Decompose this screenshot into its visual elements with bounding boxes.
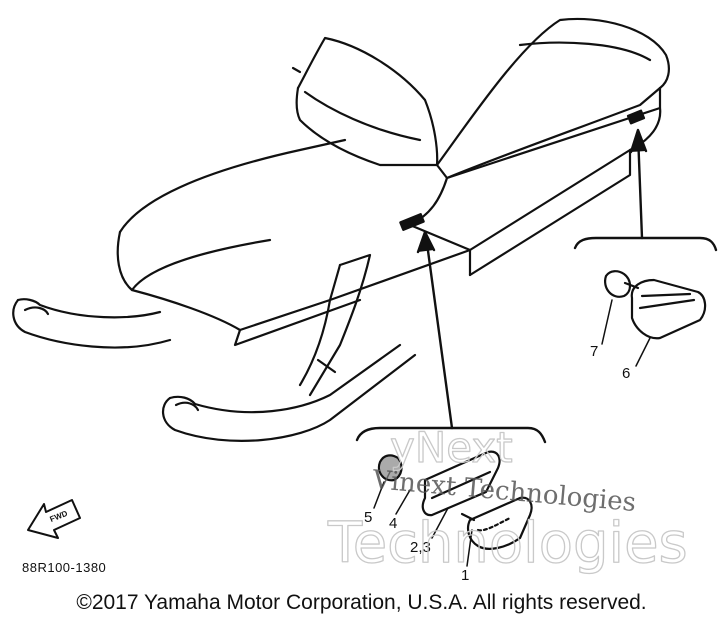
watermark-line2: Technologies — [327, 511, 688, 576]
ski-left — [12, 298, 172, 349]
leader-lines — [355, 128, 718, 444]
snowmobile-body — [12, 17, 670, 443]
windshield-top — [296, 36, 439, 167]
part-1-reflector — [460, 496, 533, 550]
watermark-line1: yNext — [390, 423, 513, 472]
callout-7: 7 — [590, 343, 598, 360]
part-6-reflector — [630, 278, 707, 340]
copyright-notice: ©2017 Yamaha Motor Corporation, U.S.A. A… — [76, 591, 647, 614]
part-4-plate — [421, 450, 501, 517]
fwd-arrow: FWD — [27, 499, 81, 539]
callouts: 7 6 5 4 2,3 1 — [364, 299, 651, 584]
callout-4: 4 — [389, 515, 397, 532]
snowmobile-exploded-view: 7 6 5 4 2,3 1 FWD 88R100-1380 yNext Tech… — [12, 17, 718, 584]
decal-left — [399, 213, 425, 231]
part-code: 88R100-1380 — [22, 560, 106, 575]
callout-2-3: 2,3 — [410, 539, 431, 556]
part-5-nut — [377, 454, 403, 482]
bracket-left — [355, 426, 547, 444]
bracket-right — [573, 236, 718, 252]
decal-right — [626, 109, 646, 125]
callout-5: 5 — [364, 509, 372, 526]
callout-6: 6 — [622, 365, 630, 382]
watermark: yNext Technologies Vinext Technologies — [326, 422, 688, 576]
ski-right — [162, 353, 417, 443]
callout-1: 1 — [461, 567, 469, 584]
